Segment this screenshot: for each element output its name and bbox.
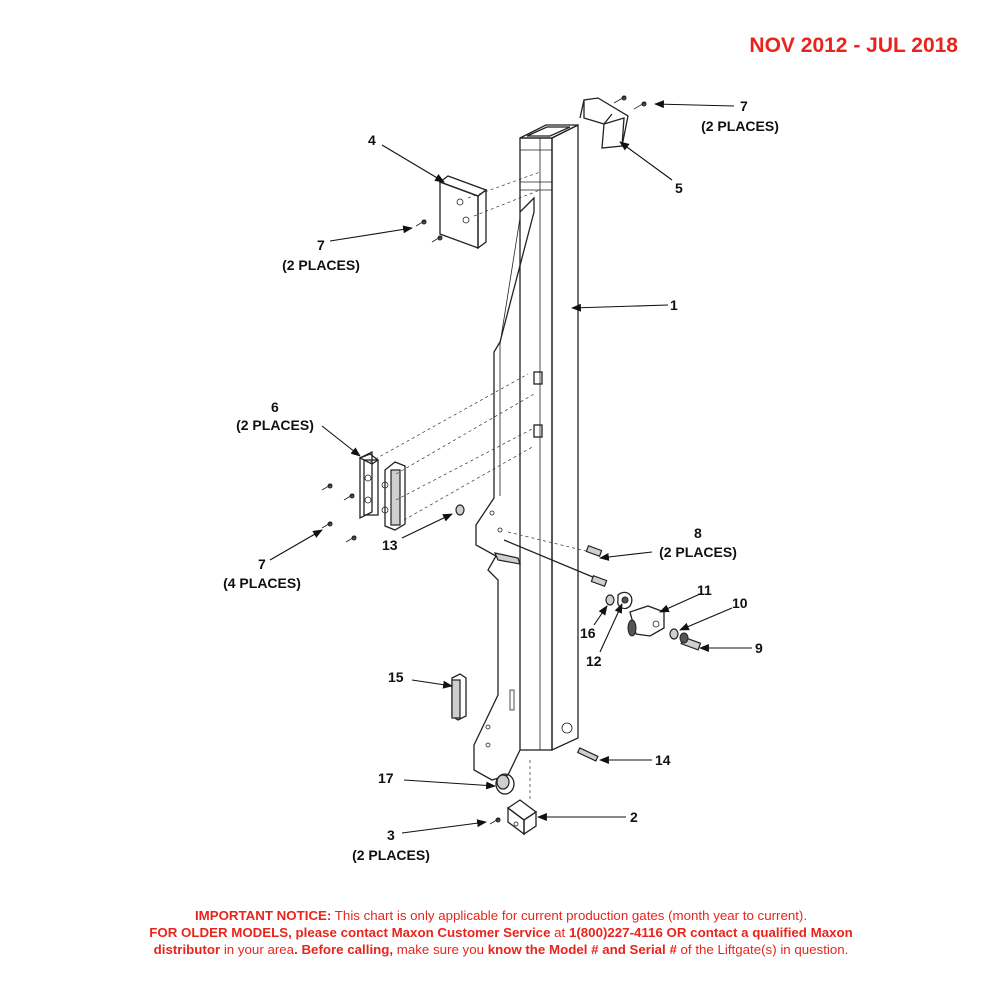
part-13-washer — [455, 504, 465, 516]
part-6-side-plates — [321, 373, 535, 543]
part-2-bottom-block — [489, 799, 538, 836]
callout-14: 14 — [655, 752, 671, 768]
leader-lines — [269, 100, 752, 834]
callout-10: 10 — [732, 595, 748, 611]
part-15-bar — [451, 673, 467, 721]
callout-2: 2 — [630, 809, 638, 825]
column-assembly — [473, 123, 579, 781]
callout-12: 12 — [586, 653, 602, 669]
important-notice: IMPORTANT NOTICE: This chart is only app… — [0, 907, 1002, 958]
part-17-bushing — [495, 760, 531, 800]
callout-7-top: 7 — [740, 98, 748, 114]
notice-line-3: distributor in your area. Before calling… — [153, 942, 849, 957]
right-hardware — [503, 531, 702, 651]
callout-7-top-qty: (2 PLACES) — [701, 118, 779, 134]
part-4-upper-plate — [415, 171, 541, 250]
callout-4: 4 — [368, 132, 376, 148]
callout-8-qty: (2 PLACES) — [659, 544, 737, 560]
callout-7-bottom: 7 — [258, 556, 266, 572]
callout-5: 5 — [675, 180, 683, 196]
callout-7-bottom-qty: (4 PLACES) — [223, 575, 301, 591]
callout-3-qty: (2 PLACES) — [352, 847, 430, 863]
callout-6-qty: (2 PLACES) — [236, 417, 314, 433]
part-14-pin — [576, 747, 599, 762]
notice-line-2: FOR OLDER MODELS, please contact Maxon C… — [149, 925, 853, 940]
notice-line-1: IMPORTANT NOTICE: This chart is only app… — [194, 908, 808, 923]
callout-1: 1 — [670, 297, 678, 313]
date-range-title: NOV 2012 - JUL 2018 — [749, 34, 958, 57]
callout-3: 3 — [387, 827, 395, 843]
callout-9: 9 — [755, 640, 763, 656]
callout-8: 8 — [694, 525, 702, 541]
callout-15: 15 — [388, 669, 404, 685]
callout-16: 16 — [580, 625, 596, 641]
callout-11: 11 — [697, 582, 712, 598]
part-5-top-bracket — [579, 95, 647, 149]
callout-7-left: 7 — [317, 237, 325, 253]
callout-7-left-qty: (2 PLACES) — [282, 257, 360, 273]
callout-6: 6 — [271, 399, 279, 415]
callout-17: 17 — [378, 770, 394, 786]
callout-13: 13 — [382, 537, 398, 553]
